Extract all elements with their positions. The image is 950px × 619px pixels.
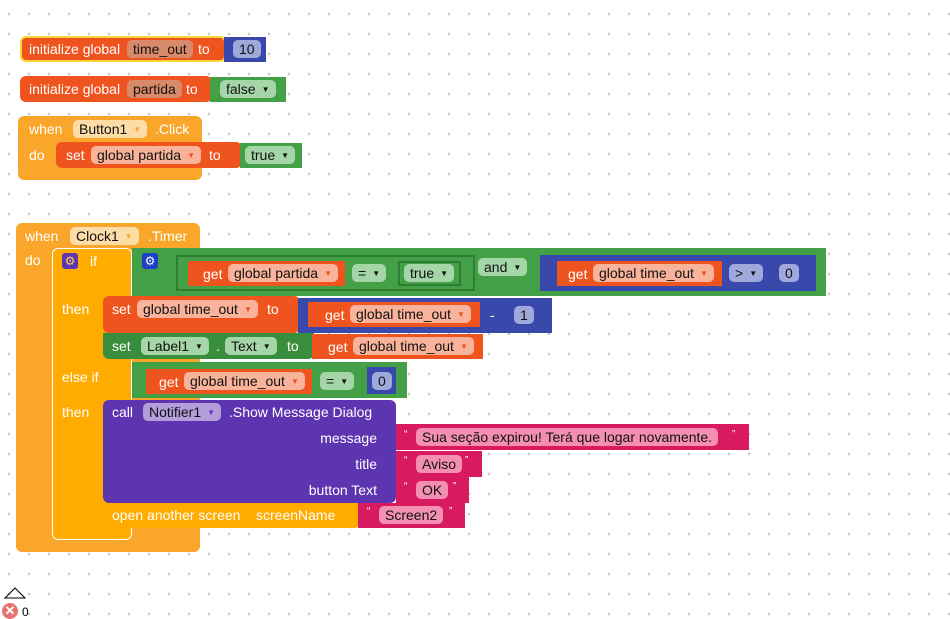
event-label: .Click	[155, 121, 190, 137]
to-label: to	[287, 338, 299, 354]
minus-label: -	[490, 307, 495, 323]
title-param-label: title	[355, 456, 377, 472]
call-label: call	[112, 404, 134, 420]
text-field[interactable]: Screen2	[379, 506, 444, 524]
boolean-dropdown[interactable]: true▼	[404, 264, 455, 282]
text-field[interactable]: Aviso	[416, 455, 462, 473]
error-icon[interactable]: ✕	[2, 603, 18, 619]
variable-dropdown[interactable]: global time_out▼	[137, 300, 258, 318]
variable-dropdown[interactable]: global time_out▼	[350, 305, 471, 323]
quote-open: “	[367, 506, 371, 517]
quote-close: ”	[453, 481, 457, 492]
operator-dropdown[interactable]: =▼	[352, 264, 387, 282]
do-label: do	[29, 147, 45, 163]
event-label: .Timer	[148, 228, 188, 244]
if-label: if	[90, 253, 97, 269]
to-label: to	[186, 81, 198, 97]
set-label: set	[66, 147, 85, 163]
to-label: to	[267, 301, 279, 317]
number-field[interactable]: 0	[372, 372, 392, 390]
then-label: then	[62, 301, 90, 317]
set-label: set	[112, 338, 131, 354]
text-field[interactable]: Sua seção expirou! Terá que logar novame…	[416, 428, 719, 446]
and-dropdown[interactable]: and▼	[478, 258, 528, 276]
component-dropdown[interactable]: Notifier1▼	[143, 403, 222, 421]
quote-close: ”	[732, 429, 736, 440]
when-label: when	[29, 121, 63, 137]
else-if-label: else if	[62, 369, 99, 385]
button-text-param-label: button Text	[308, 482, 377, 498]
get-label: get	[325, 307, 345, 323]
text-field[interactable]: OK	[416, 481, 449, 499]
quote-open: “	[404, 481, 408, 492]
quote-close: ”	[465, 455, 469, 466]
warning-triangle-icon[interactable]	[4, 587, 26, 599]
error-count: 0	[22, 605, 29, 619]
component-dropdown[interactable]: Label1▼	[141, 337, 209, 355]
open-another-screen-label: open another screen	[112, 507, 241, 523]
get-label: get	[328, 339, 348, 355]
gear-icon[interactable]: ⚙	[62, 253, 78, 269]
number-field[interactable]: 1	[514, 306, 534, 324]
number-field[interactable]: 0	[779, 264, 799, 282]
variable-name-field[interactable]: time_out	[127, 40, 193, 58]
variable-dropdown[interactable]: global time_out▼	[353, 337, 474, 355]
variable-name-field[interactable]: partida	[127, 80, 182, 98]
open-another-screen-block[interactable]	[103, 503, 360, 528]
component-dropdown[interactable]: Clock1▼	[70, 227, 139, 245]
boolean-dropdown[interactable]: false▼	[220, 80, 276, 98]
then-label: then	[62, 404, 90, 420]
to-label: to	[209, 147, 221, 163]
variable-dropdown[interactable]: global partida▼	[228, 264, 338, 282]
method-label: .Show Message Dialog	[229, 404, 373, 420]
variable-dropdown[interactable]: global time_out▼	[184, 372, 305, 390]
variable-dropdown[interactable]: global time_out▼	[593, 264, 714, 282]
to-label: to	[198, 41, 210, 57]
when-label: when	[25, 228, 59, 244]
screenname-param-label: screenName	[256, 507, 336, 523]
get-label: get	[159, 374, 179, 390]
gear-icon[interactable]: ⚙	[142, 253, 158, 269]
operator-dropdown[interactable]: =▼	[320, 372, 355, 390]
property-dropdown[interactable]: Text▼	[225, 337, 277, 355]
get-label: get	[568, 266, 588, 282]
get-label: get	[203, 266, 223, 282]
message-param-label: message	[320, 430, 377, 446]
keyword: initialize global	[29, 41, 121, 57]
component-dropdown[interactable]: Button1▼	[73, 120, 148, 138]
operator-dropdown[interactable]: >▼	[729, 264, 764, 282]
keyword: initialize global	[29, 81, 121, 97]
do-label: do	[25, 252, 41, 268]
quote-open: “	[404, 429, 408, 440]
quote-close: ”	[449, 506, 453, 517]
quote-open: “	[404, 455, 408, 466]
variable-dropdown[interactable]: global partida▼	[91, 146, 201, 164]
dot-label: .	[216, 338, 220, 354]
number-field[interactable]: 10	[233, 40, 261, 58]
boolean-dropdown[interactable]: true▼	[245, 146, 296, 164]
set-label: set	[112, 301, 131, 317]
